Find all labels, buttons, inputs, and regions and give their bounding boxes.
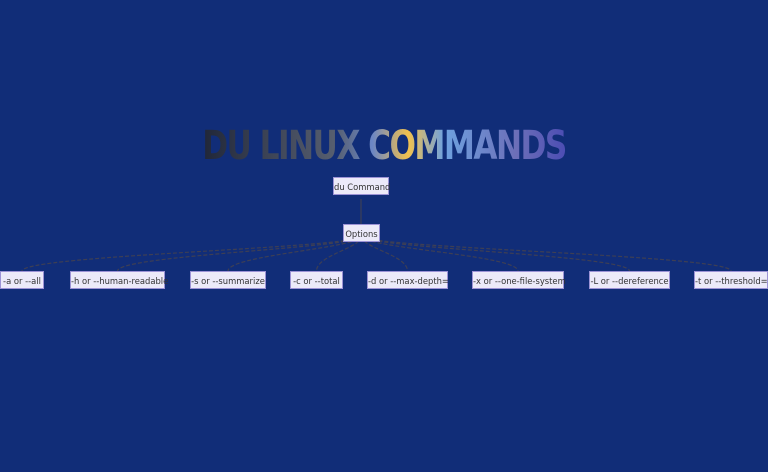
edge-options-to-threshold	[360, 235, 732, 272]
node-options: Options	[343, 224, 380, 242]
node-option-one-file-system: -x or --one-file-system	[472, 271, 566, 289]
diagram-title: DU LINUX COMMANDS	[84, 118, 683, 174]
node-option-all: -a or --all	[0, 271, 44, 289]
node-option-human-readable: -h or --human-readable	[70, 271, 168, 289]
edge-options-to-human-readable	[116, 235, 363, 272]
node-option-summarize: -s or --summarize	[190, 271, 266, 289]
node-option-dereference: -L or --dereference	[589, 271, 670, 289]
node-option-threshold: -t or --threshold=	[694, 271, 768, 289]
node-du-command: du Command	[333, 177, 390, 195]
node-option-max-depth: -d or --max-depth=	[367, 271, 449, 289]
edge-options-to-all	[21, 235, 363, 272]
node-option-total: -c or --total	[290, 271, 343, 289]
edge-options-to-dereference	[360, 235, 631, 272]
